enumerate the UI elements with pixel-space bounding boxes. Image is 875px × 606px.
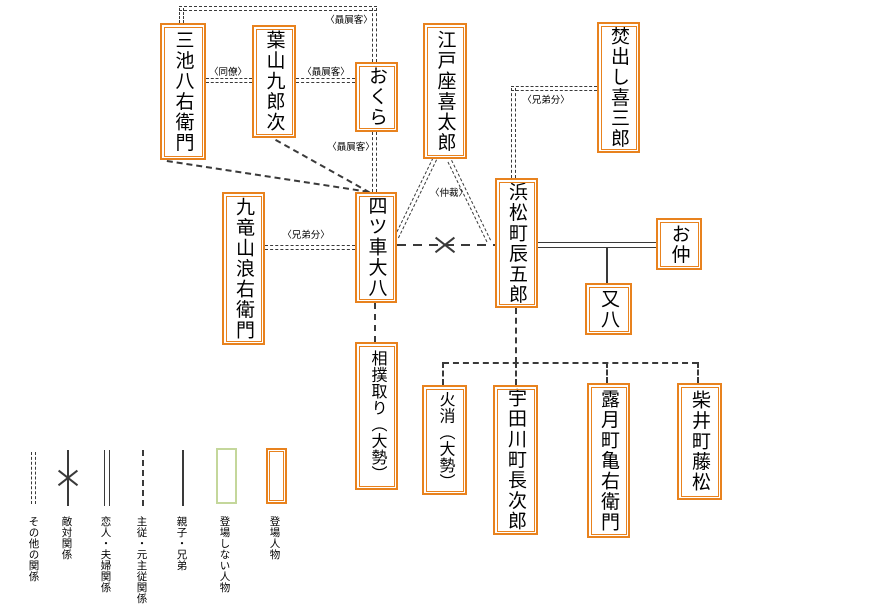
legend-label-master-servant: 主従・元主従関係 (135, 516, 148, 604)
person-name: 相撲取り（大勢） (368, 350, 386, 482)
person-name: 火消（大勢） (436, 390, 454, 490)
line-master-yotsuguruma-sumotori (374, 303, 376, 342)
line-master-drop-shibai (697, 362, 699, 383)
person-box-matahachi: 又八 (585, 283, 632, 335)
label-patron-low: 〈贔屓客〉 (327, 142, 375, 153)
person-name: 宇田川町長次郎 (505, 388, 526, 532)
person-name: 三池八右衛門 (172, 30, 194, 153)
person-box-hikeshi: 火消（大勢） (422, 385, 467, 495)
label-brothers-left: 〈兄弟分〉 (282, 230, 330, 241)
legend-symbol-nonappearing-box (216, 448, 237, 504)
person-name: 柴井町藤松 (689, 390, 710, 493)
line-other-okura-stub (372, 8, 377, 62)
line-other-hamamatsu-takidashi (511, 86, 597, 91)
legend-label-other: その他の関係 (27, 516, 40, 582)
hostility-x-mark (433, 235, 457, 255)
line-other-okura-yotsuguruma (372, 132, 377, 192)
line-master-drop-hikeshi (442, 362, 444, 385)
person-box-udagawa: 宇田川町長次郎 (493, 385, 538, 535)
legend-symbol-other (31, 452, 36, 504)
person-box-yotsuguruma: 四ツ車大八 (355, 192, 397, 303)
person-box-hamamatsu: 浜松町辰五郎 (495, 178, 538, 308)
legend-symbol-master-servant (142, 450, 144, 506)
person-box-okura: おくら (355, 62, 398, 132)
line-master-drop-rogetsu (606, 362, 608, 383)
legend-symbol-parent-child (182, 450, 184, 506)
label-colleague: 〈同僚〉 (208, 67, 248, 78)
line-other-miike-okura-top (179, 6, 377, 11)
person-box-hayama: 葉山九郎次 (252, 25, 296, 138)
legend-symbol-appearing-box (266, 448, 287, 504)
person-box-sumotori: 相撲取り（大勢） (355, 342, 398, 490)
legend-symbol-hostile-x (56, 468, 80, 488)
person-name: 露月町亀右衛門 (598, 388, 619, 533)
legend-label-couple: 恋人・夫婦関係 (99, 516, 112, 593)
person-box-miike: 三池八右衛門 (160, 23, 206, 160)
person-name: 浜松町辰五郎 (506, 181, 527, 305)
person-name: 四ツ車大八 (365, 196, 387, 299)
person-name: 葉山九郎次 (263, 30, 285, 133)
person-name: お仲 (668, 223, 690, 265)
legend-label-nonappearing: 登場しない人物 (218, 516, 231, 593)
person-box-rogetsu: 露月町亀右衛門 (587, 383, 630, 538)
line-master-drop-udagawa (515, 362, 517, 385)
person-box-onaka: お仲 (656, 218, 702, 270)
line-other-hamamatsu-stub (511, 88, 516, 178)
line-master-branch-horizontal (443, 362, 698, 364)
label-mediation: 〈仲裁〉 (429, 188, 469, 199)
line-master-hamamatsu-down (515, 308, 517, 363)
label-patron-top: 〈贔屓客〉 (325, 15, 373, 26)
label-patron-mid: 〈贔屓客〉 (302, 67, 350, 78)
person-name: 焚出し喜三郎 (608, 26, 629, 149)
legend-label-parent-child: 親子・兄弟 (175, 516, 188, 571)
line-other-miike-stub (179, 8, 184, 23)
person-box-shibai: 柴井町藤松 (677, 383, 722, 500)
legend-symbol-couple (104, 450, 110, 506)
person-name: 又八 (598, 288, 619, 330)
line-mediation-edoza-hamamatsu (447, 160, 492, 243)
line-couple-hamamatsu-onaka (538, 242, 657, 248)
label-brothers-right: 〈兄弟分〉 (522, 95, 570, 106)
line-other-kuryuzan-yotsuguruma (265, 245, 355, 250)
line-parent-child-matahachi (606, 247, 608, 283)
person-name: 九竜山浪右衛門 (233, 196, 254, 341)
legend-label-appearing: 登場人物 (268, 516, 281, 560)
legend-label-hostile: 敵対関係 (60, 516, 73, 560)
person-name: おくら (366, 66, 387, 128)
person-box-takidashi: 焚出し喜三郎 (597, 22, 640, 153)
person-box-edoza: 江戸座喜太郎 (423, 23, 467, 159)
line-other-hayama-okura (296, 78, 355, 83)
person-name: 江戸座喜太郎 (434, 29, 456, 153)
line-other-miike-hayama (206, 78, 252, 83)
person-box-kuryuzan: 九竜山浪右衛門 (222, 192, 265, 345)
